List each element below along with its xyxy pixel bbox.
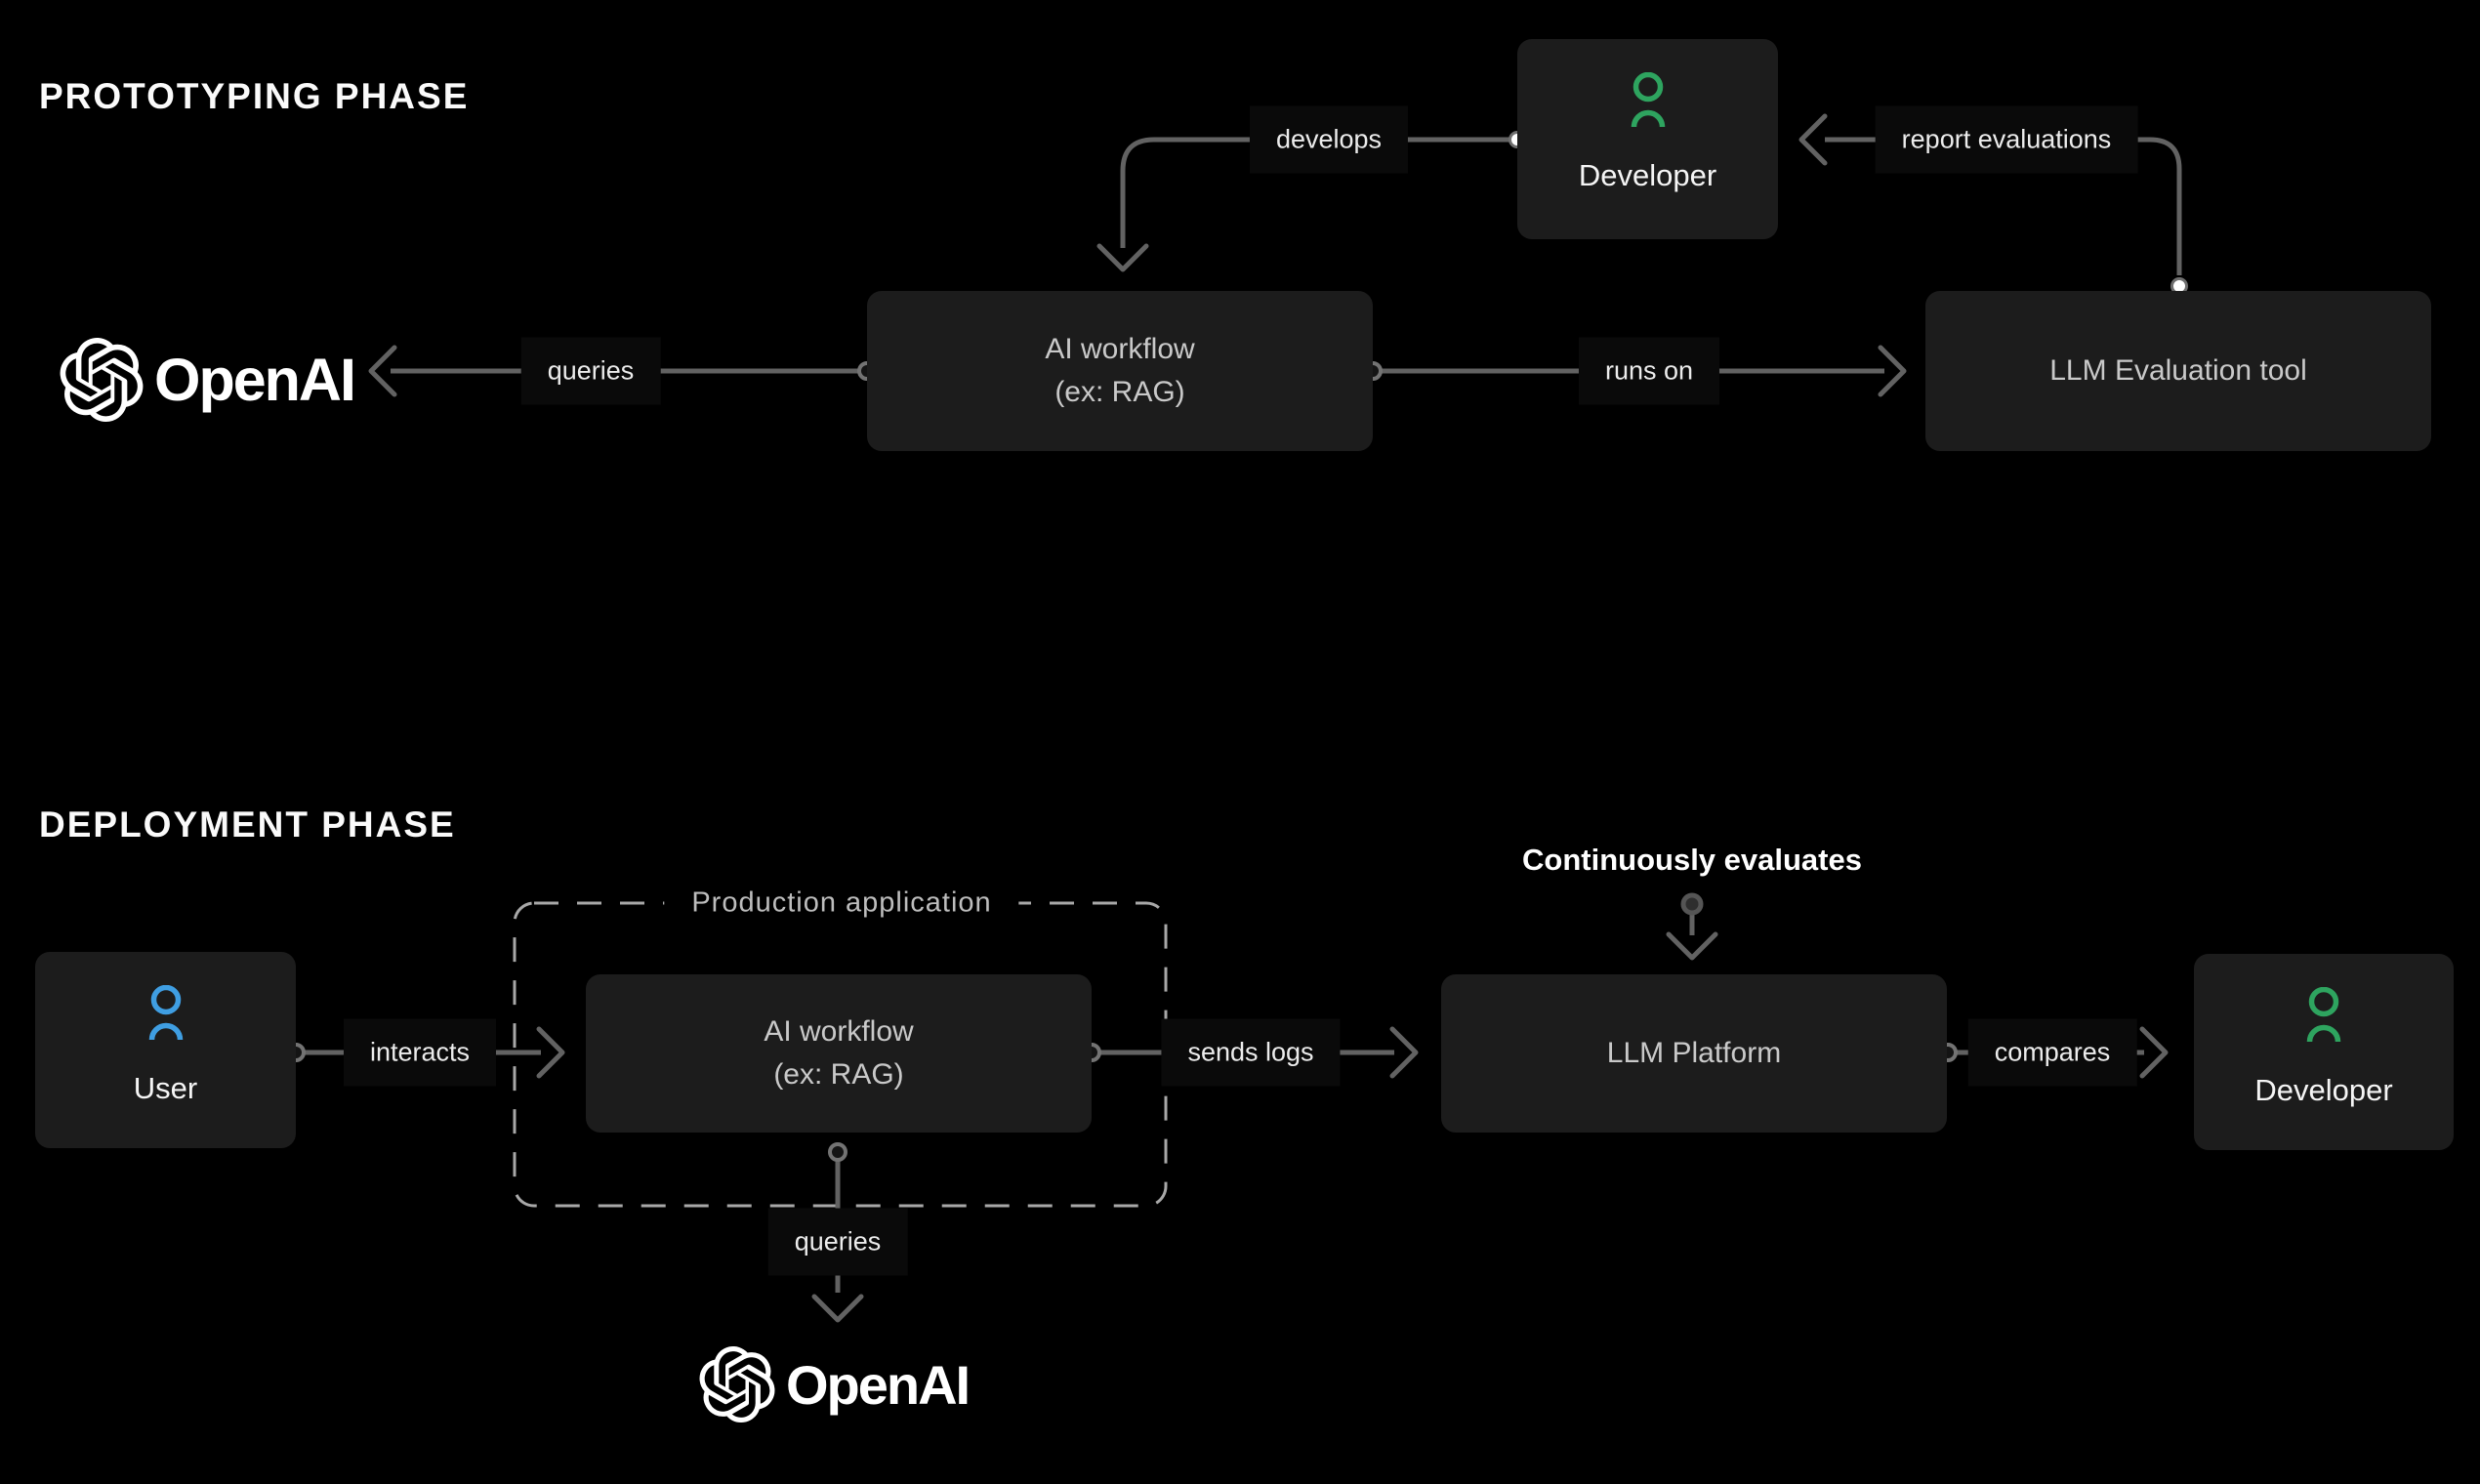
edge-continuously-evaluates-path <box>1666 914 1718 961</box>
edge-label-report-evaluations: report evaluations <box>1875 105 2138 174</box>
user-node: User <box>35 952 296 1148</box>
continuously-evaluates-label: Continuously evaluates <box>1522 843 1862 877</box>
user-label: User <box>133 1071 198 1105</box>
llm-evaluation-tool-node: LLM Evaluation tool <box>1925 291 2431 451</box>
openai-wordmark: OpenAI <box>154 347 356 413</box>
openai-logo-icon <box>699 1346 775 1422</box>
deployment-phase-title: DEPLOYMENT PHASE <box>39 804 456 845</box>
openai-logo: OpenAI <box>60 338 356 422</box>
edge-label-compares: compares <box>1967 1018 2137 1087</box>
edge-label-develops: develops <box>1249 105 1409 174</box>
edge-label-sends-logs: sends logs <box>1161 1018 1341 1087</box>
openai-wordmark: OpenAI <box>786 1353 971 1416</box>
ai-workflow-title: AI workflow <box>764 1015 914 1048</box>
ai-workflow-node-top: AI workflow (ex: RAG) <box>867 291 1373 451</box>
developer-node-bottom: Developer <box>2194 954 2454 1150</box>
llm-platform-label: LLM Platform <box>1606 1037 1782 1069</box>
edge-label-queries-top: queries <box>520 337 661 405</box>
openai-logo: OpenAI <box>699 1346 971 1422</box>
edge-develops-path <box>1096 137 1517 272</box>
ai-workflow-node-bottom: AI workflow (ex: RAG) <box>586 974 1092 1133</box>
ai-workflow-subtitle: (ex: RAG) <box>1054 376 1185 408</box>
edge-label-interacts: interacts <box>343 1018 497 1087</box>
developer-label: Developer <box>2254 1073 2393 1107</box>
developer-icon <box>2306 987 2341 1043</box>
edge-label-runs-on: runs on <box>1578 337 1720 405</box>
developer-node-top: Developer <box>1517 39 1778 239</box>
llm-platform-node: LLM Platform <box>1441 974 1947 1133</box>
openai-logo-icon <box>60 338 144 422</box>
ai-workflow-title: AI workflow <box>1045 333 1195 365</box>
ai-workflow-subtitle: (ex: RAG) <box>773 1058 904 1091</box>
edge-label-queries-bottom: queries <box>767 1208 908 1276</box>
prototyping-phase-title: PROTOTYPING PHASE <box>39 76 470 116</box>
developer-icon <box>1631 72 1665 128</box>
production-application-label: Production application <box>664 883 1019 924</box>
developer-label: Developer <box>1578 158 1717 192</box>
user-icon <box>148 985 183 1041</box>
edge-report-evaluations-path <box>1798 113 2182 275</box>
llm-evaluation-tool-label: LLM Evaluation tool <box>2049 354 2307 387</box>
